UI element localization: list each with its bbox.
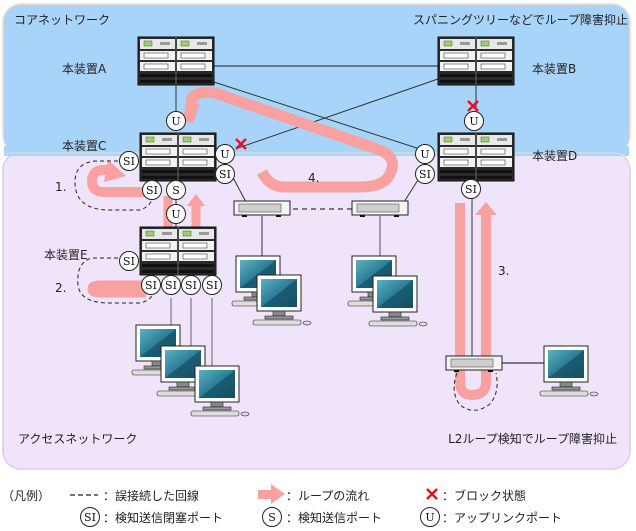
- device-e-label: 本装置E: [44, 248, 88, 262]
- port-si-c-bottom-label: SI: [146, 184, 158, 197]
- access-network-note: L2ループ検知でループ障害抑止: [448, 431, 617, 446]
- legend-si-label: ：検知送信閉塞ポート: [103, 511, 224, 525]
- loop-flow-4: [184, 86, 398, 193]
- port-si-e-3-label: SI: [185, 279, 197, 292]
- port-u-c-top[interactable]: U: [166, 111, 186, 131]
- loop-number-3: 3.: [498, 264, 509, 278]
- legend-block-label: ：ブロック状態: [442, 489, 527, 503]
- device-c-label: 本装置C: [62, 139, 106, 153]
- legend-si-icon[interactable]: SI: [80, 507, 100, 527]
- device-a-label: 本装置A: [62, 62, 107, 76]
- port-si-c-left[interactable]: SI: [119, 151, 139, 171]
- port-si-e-2[interactable]: SI: [161, 275, 181, 295]
- port-u-d-left-label: U: [420, 148, 429, 161]
- legend-s-icon[interactable]: S: [262, 507, 282, 527]
- legend-dashed-label: ：誤接続した回線: [103, 489, 200, 503]
- loop-flow-3-arrowhead: [475, 202, 497, 215]
- device-b[interactable]: [437, 36, 515, 86]
- port-u-d-top[interactable]: U: [464, 111, 484, 131]
- legend-block-icon: [426, 488, 438, 500]
- port-si-c-hub-label: SI: [219, 168, 231, 181]
- hub-left[interactable]: [233, 200, 291, 218]
- device-e[interactable]: [139, 226, 217, 276]
- device-a[interactable]: [137, 36, 215, 86]
- loop-number-1: 1.: [55, 180, 66, 194]
- port-si-e-1[interactable]: SI: [141, 275, 161, 295]
- legend-flow-label: ：ループの流れ: [286, 489, 370, 503]
- port-si-e-1-label: SI: [145, 279, 157, 292]
- port-si-d-bottom-label: SI: [465, 183, 477, 196]
- loop-flow-3: [455, 203, 491, 401]
- legend-u-label: ：アップリンクポート: [442, 511, 563, 525]
- legend-flow-arrow-icon: [258, 484, 285, 504]
- legend-s-icon-label: S: [268, 511, 276, 524]
- port-si-e-4-label: SI: [206, 279, 218, 292]
- port-si-c-left-label: SI: [123, 155, 135, 168]
- core-network-note: スパニングツリーなどでループ障害抑止: [413, 12, 628, 27]
- port-s-c-bottom[interactable]: S: [166, 180, 186, 200]
- port-u-d-top-label: U: [469, 115, 478, 128]
- port-u-c-right-label: U: [220, 148, 229, 161]
- device-d[interactable]: [437, 132, 515, 182]
- device-d-label: 本装置D: [532, 149, 577, 163]
- port-si-e-3[interactable]: SI: [181, 275, 201, 295]
- port-si-d-hub-label: SI: [419, 168, 431, 181]
- loop-flow-1-arrowhead: [104, 160, 126, 182]
- port-si-c-hub[interactable]: SI: [215, 164, 235, 184]
- port-si-e-left-label: SI: [123, 255, 135, 268]
- legend-u-icon[interactable]: U: [420, 507, 440, 527]
- port-si-d-hub[interactable]: SI: [415, 164, 435, 184]
- port-si-d-bottom[interactable]: SI: [461, 179, 481, 199]
- port-u-c-right[interactable]: U: [215, 144, 235, 164]
- device-c[interactable]: [139, 132, 217, 182]
- loop-flow-1: [86, 165, 147, 197]
- block-mark-b-d: [467, 100, 479, 112]
- port-u-c-top-label: U: [171, 115, 180, 128]
- legend-s-label: ：検知送信ポート: [286, 511, 383, 525]
- access-network-label: アクセスネットワーク: [18, 432, 137, 446]
- port-u-d-left[interactable]: U: [415, 144, 435, 164]
- block-mark-c-b: [235, 138, 247, 150]
- loop-flow-2: [87, 280, 146, 298]
- access-network-region: [2, 151, 631, 470]
- legend-u-icon-label: U: [425, 511, 434, 524]
- hub-lower[interactable]: [445, 355, 503, 373]
- block-marks: [235, 100, 479, 150]
- links: [170, 65, 544, 366]
- port-si-e-left[interactable]: SI: [119, 251, 139, 271]
- hub-right[interactable]: [351, 200, 409, 218]
- miswiring-outlines: [74, 160, 498, 411]
- port-u-e-top-label: U: [171, 208, 180, 221]
- legend-si-icon-label: SI: [84, 511, 96, 524]
- legend-title: （凡例）: [2, 489, 51, 503]
- loop-number-4: 4.: [308, 171, 319, 185]
- port-u-e-top[interactable]: U: [166, 204, 186, 224]
- core-network-label: コアネットワーク: [14, 13, 110, 27]
- device-b-label: 本装置B: [532, 62, 576, 76]
- port-si-e-2-label: SI: [165, 279, 177, 292]
- port-s-c-bottom-label: S: [172, 184, 180, 197]
- port-si-c-bottom[interactable]: SI: [142, 180, 162, 200]
- loop-number-2: 2.: [55, 281, 66, 295]
- port-si-e-4[interactable]: SI: [202, 275, 222, 295]
